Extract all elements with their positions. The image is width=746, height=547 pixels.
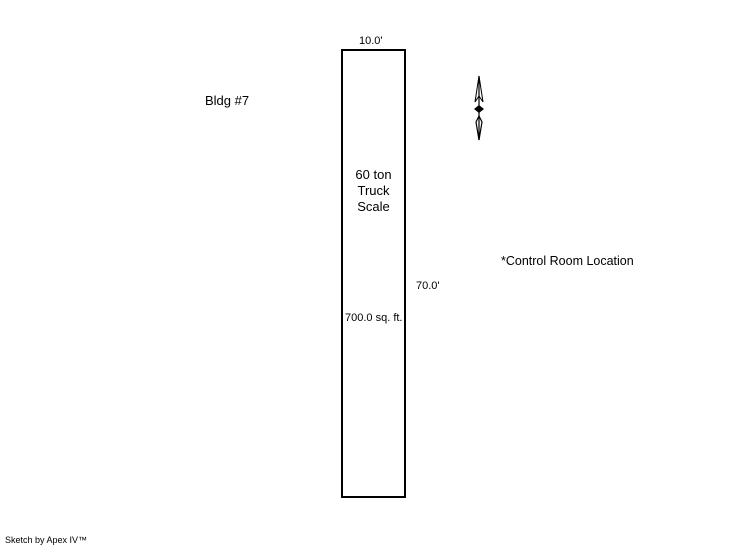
- building-label: Bldg #7: [205, 93, 250, 108]
- room-name-line-1: 60 ton: [355, 167, 392, 182]
- top-dimension-label: 10.0': [359, 35, 383, 47]
- control-room-note: *Control Room Location: [501, 254, 634, 268]
- room-name-line-2: Truck: [357, 183, 390, 198]
- room-name: 60 ton Truck Scale: [341, 167, 406, 215]
- north-arrow-icon: [474, 75, 484, 141]
- area-label: 700.0 sq. ft.: [345, 312, 403, 324]
- room-name-line-3: Scale: [357, 199, 390, 214]
- truck-scale-outline: [341, 49, 406, 498]
- side-dimension-label: 70.0': [416, 280, 440, 292]
- sketch-credit: Sketch by Apex IV™: [5, 535, 88, 545]
